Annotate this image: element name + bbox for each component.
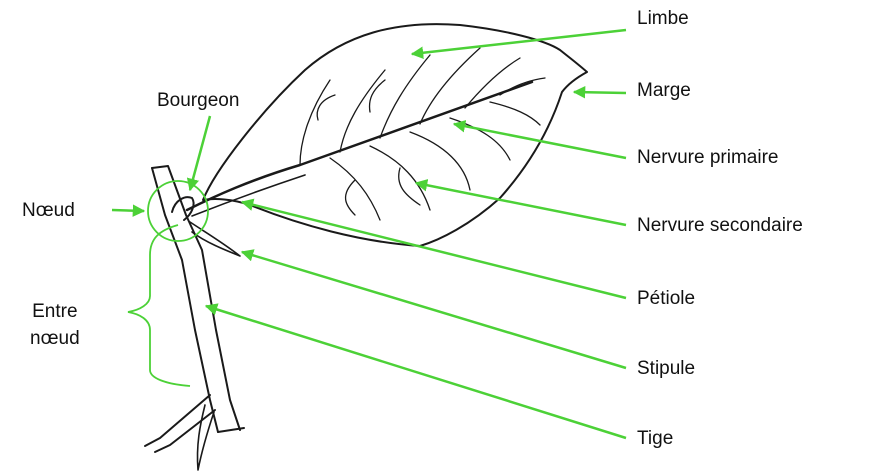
- marge-arrow: [574, 92, 626, 93]
- label-nervure-primaire: Nervure primaire: [637, 147, 778, 169]
- label-petiole: Pétiole: [637, 288, 695, 310]
- noeud-arrow: [112, 210, 144, 211]
- label-bourgeon: Bourgeon: [157, 90, 239, 112]
- lower-leaf: [197, 405, 214, 470]
- label-noeud: Nœud: [22, 200, 75, 222]
- leaf-blade-outline: [203, 24, 587, 246]
- nervure-secondaire-arrow: [416, 183, 626, 225]
- label-marge: Marge: [637, 80, 691, 102]
- petiole-lower-edge: [192, 175, 305, 216]
- nervure-primaire-arrow: [454, 124, 626, 158]
- label-entre-noeud: Entre nœud: [30, 298, 80, 352]
- label-tige: Tige: [637, 428, 673, 450]
- tige-arrow: [206, 306, 626, 438]
- bourgeon-arrow: [190, 116, 210, 190]
- petiole-arrow: [242, 202, 626, 298]
- stipule-arrow: [242, 252, 626, 368]
- limbe-arrow: [412, 30, 626, 54]
- node-circle: [148, 181, 208, 241]
- label-limbe: Limbe: [637, 8, 689, 30]
- internode-brace: [128, 225, 190, 386]
- label-nervure-secondaire: Nervure secondaire: [637, 215, 803, 237]
- label-stipule: Stipule: [637, 358, 695, 380]
